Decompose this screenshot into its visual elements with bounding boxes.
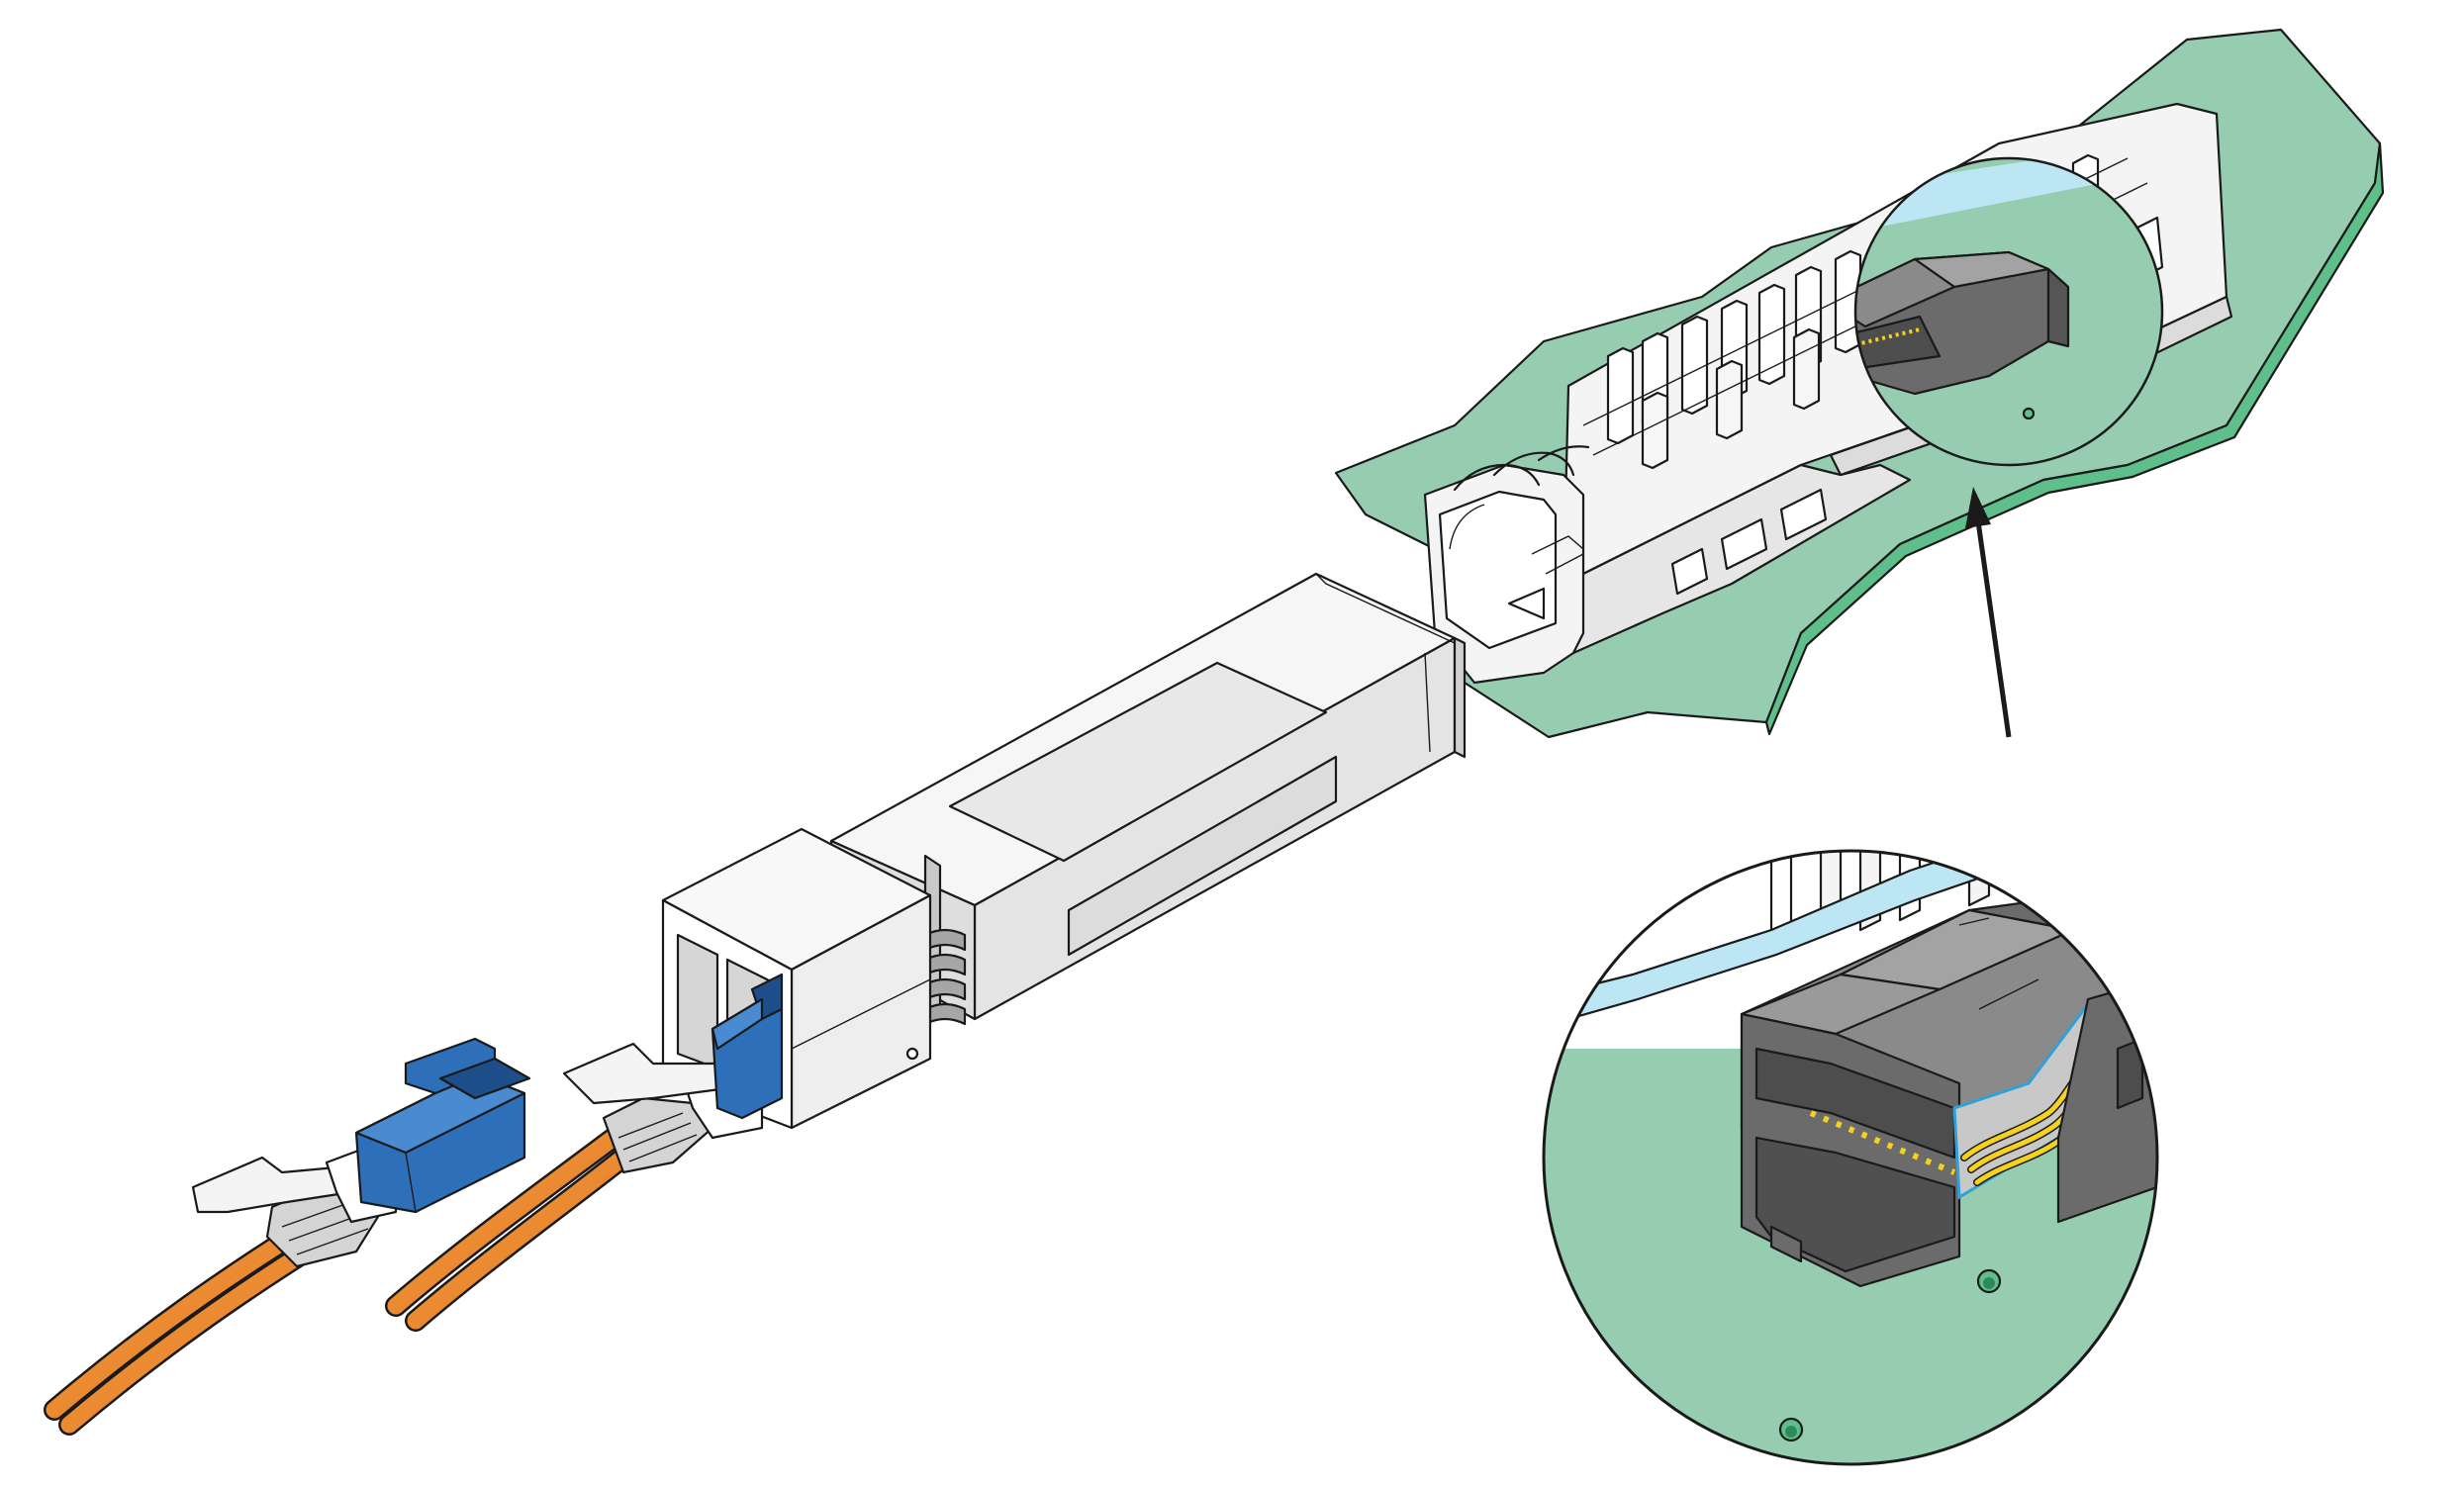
fiber-cable (407, 1141, 642, 1330)
fiber-cable (387, 1129, 622, 1315)
cage-window (1779, 488, 1828, 541)
connector-slot-upper (1754, 1047, 1956, 1160)
cage-latch-triangle (1507, 587, 1546, 620)
sfp-transceiver (661, 572, 1467, 1130)
module-screw-icon (905, 1047, 919, 1061)
edge-connector-detail (1542, 849, 2159, 1466)
magnifier-ring-large (1542, 849, 2159, 1466)
connector-slot-lower (1754, 1136, 1956, 1273)
callout-arrow (1965, 487, 2012, 738)
connector-magnified-small (1853, 156, 2164, 467)
module-latch-clips (923, 928, 967, 1026)
module-end (1453, 636, 1467, 759)
module-side-recess (1067, 755, 1338, 957)
cage-window (1670, 547, 1709, 596)
port-opening (676, 933, 719, 1070)
module-label-area (948, 661, 1328, 863)
cage-cutaway-edge (1544, 851, 2157, 1031)
board-edge (1764, 141, 2385, 736)
arrow-head-icon (1965, 487, 1991, 528)
fiber-cable (60, 1230, 335, 1434)
fiber-cable (46, 1218, 316, 1419)
cage-window (1720, 517, 1768, 571)
lc-connector-left (44, 1037, 531, 1436)
contact-pins (1809, 1110, 1956, 1175)
lc-connector-right (385, 973, 784, 1332)
cage-opening (1438, 490, 1558, 650)
magnifier-ring-small (1853, 156, 2164, 467)
